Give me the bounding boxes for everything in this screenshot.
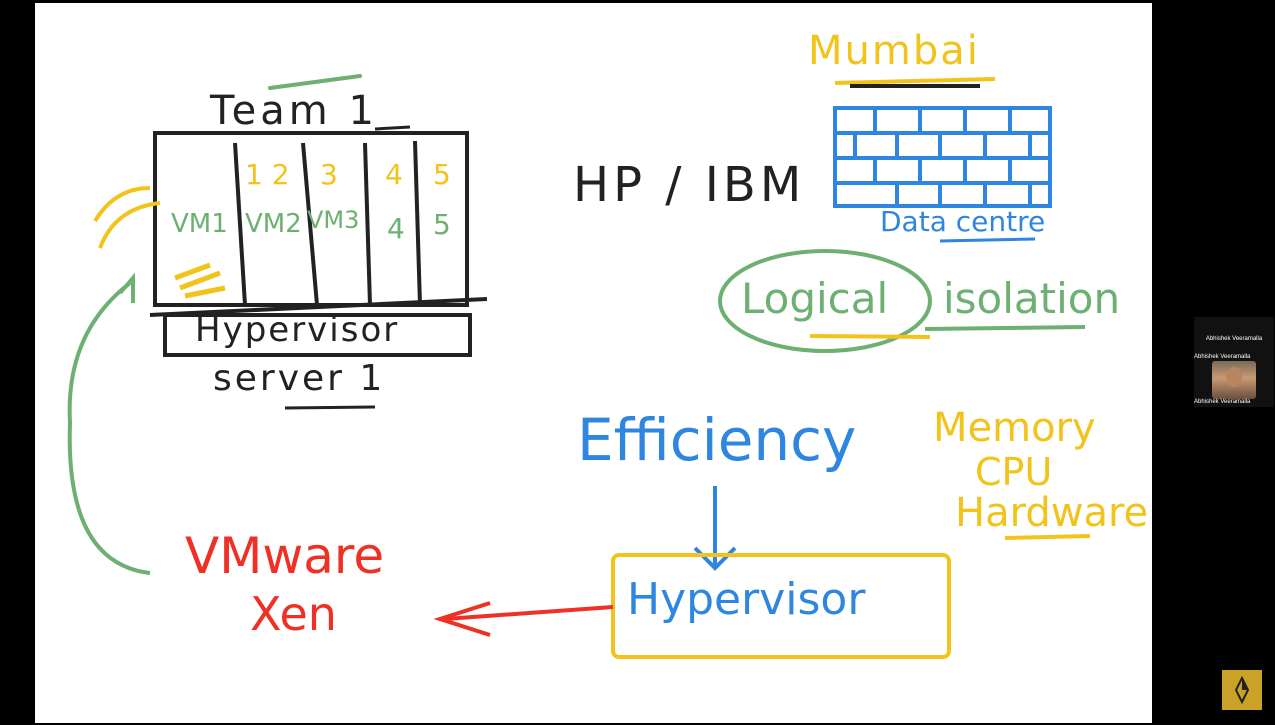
participant-name: Abhishek Veeramalla: [1194, 399, 1251, 405]
city-label: Mumbai: [808, 28, 980, 74]
slot-number: 5: [433, 158, 451, 191]
vendor-label: HP / IBM: [573, 157, 806, 213]
vm-label: 5: [433, 208, 451, 241]
server-label: server 1: [213, 358, 386, 399]
product-label: Xen: [250, 587, 337, 641]
vm-label: 4: [387, 212, 405, 245]
resource-label: Memory: [933, 405, 1096, 451]
whiteboard-canvas[interactable]: Team 1 1 2 3 4 5 VM1 VM2 VM3 4 5 Hypervi…: [35, 3, 1152, 723]
navigator-button[interactable]: [1222, 670, 1262, 710]
isolation-label: isolation: [943, 274, 1121, 323]
participant-name: Abhishek Veeramalla: [1205, 336, 1263, 342]
vm-label: VM2: [245, 209, 302, 239]
slot-number: 4: [385, 158, 403, 191]
efficiency-label: Efficiency: [577, 406, 857, 474]
avatar: [1212, 361, 1256, 399]
whiteboard-strokes: [67, 74, 1091, 659]
compass-icon: [1234, 676, 1250, 704]
resource-label: CPU: [975, 450, 1053, 494]
vm-label: VM3: [307, 206, 360, 234]
hypervisor-box-label: Hypervisor: [627, 574, 866, 625]
datacenter-label: Data centre: [880, 205, 1046, 238]
resource-label: Hardware: [955, 490, 1149, 536]
hypervisor-label: Hypervisor: [195, 310, 400, 350]
slot-number: 1 2: [245, 158, 290, 191]
vm-label: VM1: [171, 209, 228, 239]
logical-label: Logical: [741, 274, 889, 323]
participant-video-tile[interactable]: Abhishek Veeramalla Abhishek Veeramalla …: [1194, 317, 1274, 407]
team-label: Team 1: [210, 88, 378, 134]
slot-number: 3: [320, 158, 338, 191]
participant-name: Abhishek Veeramalla: [1194, 354, 1251, 360]
product-label: VMware: [185, 527, 385, 585]
